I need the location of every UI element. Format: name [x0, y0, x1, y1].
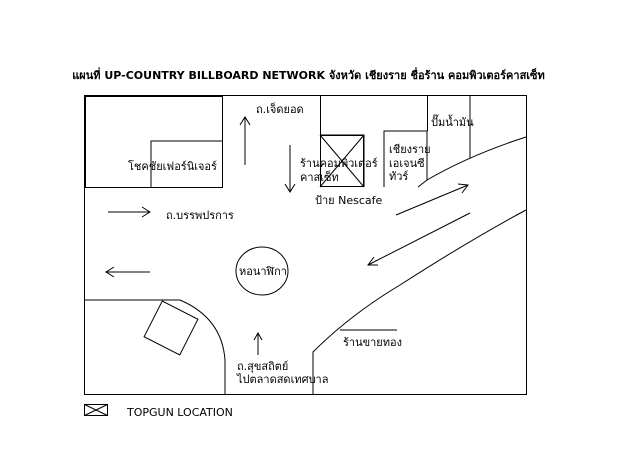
label-billboard-nescafe: ป้าย Nescafe [315, 194, 383, 207]
label-gold-shop: ร้านขายทอง [343, 336, 402, 349]
furniture-shop-outline [150, 140, 222, 187]
diagonal-road-lower-edge [312, 209, 527, 394]
diagonal-road-upper-edge [426, 136, 527, 181]
label-road-suksathit-line2: ไปตลาดสดเทศบาล [237, 373, 329, 386]
label-furniture-shop: โชคชัยเฟอร์นิเจอร์ [128, 160, 217, 173]
topgun-location-box [320, 135, 364, 187]
label-road-jetyot: ถ.เจ็ดยอด [256, 103, 304, 116]
topgun-cross-b [319, 134, 365, 188]
arrow-up-suksathit [253, 331, 263, 355]
arrow-up-jetyot [239, 116, 251, 165]
map-frame [84, 95, 527, 395]
label-agency-line2: เอเจนซี [389, 157, 425, 170]
furniture-block [85, 96, 223, 188]
label-clock-tower: หอนาฬิกา [239, 265, 287, 278]
legend-topgun-label: TOPGUN LOCATION [127, 406, 233, 419]
arrow-right-banpaprakan [108, 206, 151, 218]
arrow-up-right-diagonal [395, 183, 469, 216]
small-building [143, 300, 199, 356]
arrow-down-left-diagonal [367, 212, 471, 266]
arrow-left-lower [105, 266, 150, 278]
label-gas-station: ปั๊มน้ำมัน [431, 116, 474, 129]
arrow-down-jetyot [284, 145, 296, 193]
label-computer-shop-line2: คาสเซ็ท [300, 171, 339, 184]
clock-tower-circle [235, 246, 289, 296]
label-road-banpaprakan: ถ.บรรพปรการ [166, 209, 234, 222]
label-computer-shop-line1: ร้านคอมพิวเตอร์ [300, 157, 378, 170]
label-agency-line1: เชียงราย [389, 143, 431, 156]
map-title: แผนที่ UP-COUNTRY BILLBOARD NETWORK จังห… [72, 69, 545, 82]
label-agency-line3: ทัวร์ [389, 170, 409, 183]
label-road-suksathit-line1: ถ.สุขสถิตย์ [237, 360, 289, 373]
legend-topgun-icon [84, 404, 108, 416]
bottom-left-block [85, 299, 226, 394]
